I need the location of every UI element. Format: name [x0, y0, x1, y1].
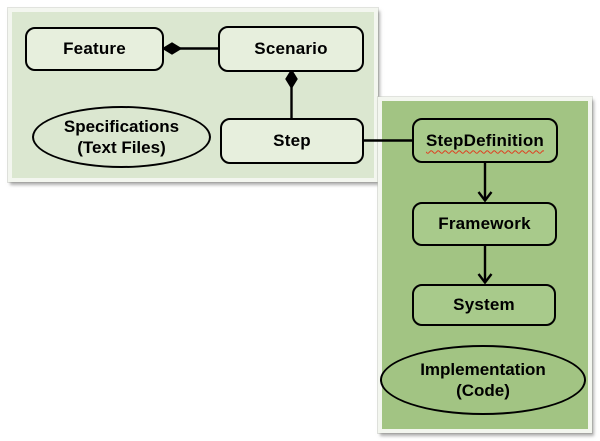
implementation-caption-line2: (Code)	[456, 381, 510, 400]
node-framework-label: Framework	[438, 214, 531, 233]
specifications-ellipse: Specifications (Text Files)	[32, 106, 211, 168]
node-feature: Feature	[25, 27, 164, 71]
node-framework: Framework	[412, 202, 557, 246]
node-system: System	[412, 284, 556, 326]
node-step: Step	[220, 118, 364, 164]
implementation-caption-line1: Implementation	[420, 359, 546, 379]
node-step-definition-label: StepDefinition	[425, 130, 544, 150]
specifications-caption-line2: (Text Files)	[77, 138, 166, 157]
node-scenario: Scenario	[218, 26, 364, 72]
implementation-ellipse: Implementation (Code)	[380, 345, 586, 415]
node-feature-label: Feature	[63, 39, 126, 58]
node-step-definition: StepDefinition	[412, 118, 558, 163]
node-step-label: Step	[273, 131, 311, 150]
node-system-label: System	[453, 295, 515, 314]
node-scenario-label: Scenario	[254, 39, 328, 58]
specifications-caption-line1: Specifications	[63, 116, 180, 136]
